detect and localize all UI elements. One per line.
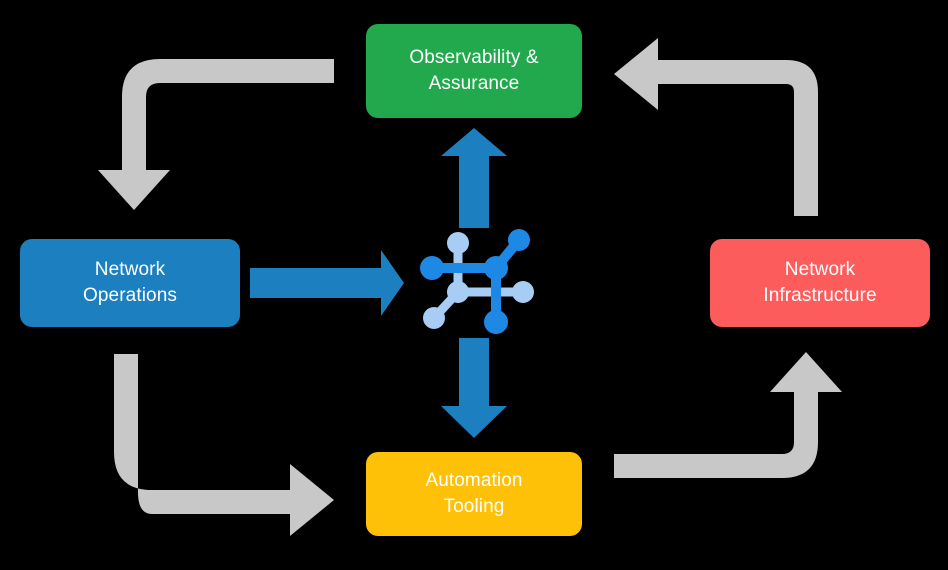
flow-arrow-operations-to-center xyxy=(250,250,404,316)
topology-nodes-secondary xyxy=(423,232,534,329)
node-network-infrastructure-label: Network Infrastructure xyxy=(763,259,877,306)
node-automation-tooling-label: Automation Tooling xyxy=(425,470,523,517)
cycle-arrow-operations-to-automation xyxy=(114,354,334,536)
cycle-arrow-infrastructure-to-observability xyxy=(614,38,818,216)
topology-nodes-primary xyxy=(420,229,530,334)
cycle-arrow-automation-to-infrastructure xyxy=(614,352,842,478)
node-automation-tooling[interactable]: Automation Tooling xyxy=(366,452,582,536)
network-topology-icon xyxy=(420,229,534,334)
node-network-operations[interactable]: Network Operations xyxy=(20,239,240,327)
cycle-arrow-observability-to-operations xyxy=(98,59,334,210)
node-observability-assurance[interactable]: Observability & Assurance xyxy=(366,24,582,118)
flow-arrow-center-to-observability xyxy=(441,128,507,228)
node-observability-label: Observability & Assurance xyxy=(409,47,539,94)
node-network-infrastructure[interactable]: Network Infrastructure xyxy=(710,239,930,327)
node-network-operations-label: Network Operations xyxy=(83,259,177,306)
flow-arrow-center-to-automation xyxy=(441,338,507,438)
